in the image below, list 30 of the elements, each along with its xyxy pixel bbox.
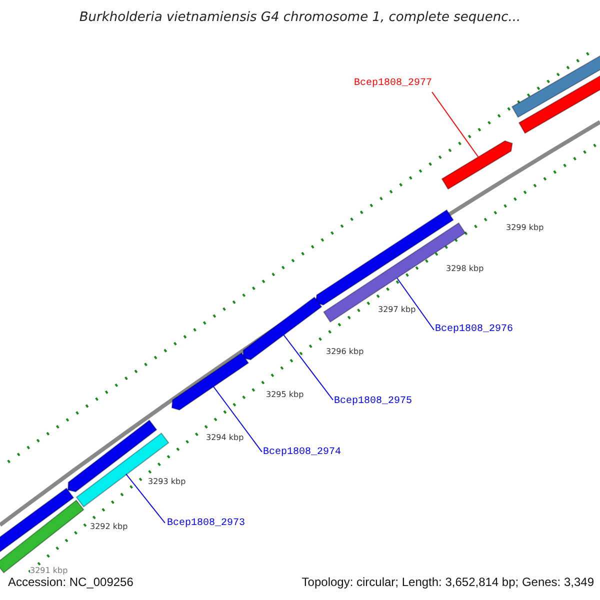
leader-line	[126, 474, 166, 524]
scale-label: 3293 kbp	[148, 477, 186, 486]
footer-text: Topology: circular; Length: 3,652,814 bp; Genes: 3,349	[302, 575, 594, 589]
gene-label: Bcep1808_2976	[435, 324, 514, 335]
gene-label: Bcep1808_2975	[334, 396, 412, 407]
leader-line	[432, 92, 480, 158]
scale-label: 3297 kbp	[378, 305, 416, 314]
gene-label: Bcep1808_2974	[263, 447, 342, 458]
gene-block	[518, 74, 600, 134]
gene-block	[511, 54, 600, 118]
gene-block	[171, 352, 250, 411]
scale-label: 3295 kbp	[266, 390, 304, 399]
gene-label: Bcep1808_2973	[167, 518, 246, 529]
leader-line	[396, 278, 434, 330]
leader-line	[282, 334, 334, 400]
gene-block	[242, 296, 322, 360]
scale-label: 3291 kbp	[30, 566, 68, 575]
gene-block	[323, 222, 466, 323]
gene-block	[0, 500, 84, 574]
scale-label: 3292 kbp	[90, 522, 128, 531]
footer-text: Accession: NC_009256	[8, 575, 134, 589]
scale-label: 3299 kbp	[506, 223, 544, 232]
gene-block	[0, 488, 74, 554]
scale-label: 3294 kbp	[206, 433, 244, 442]
gene-block	[441, 140, 513, 190]
gene-label: Bcep1808_2977	[354, 78, 432, 89]
map-title: Burkholderia vietnamiensis G4 chromosome 1, complete sequenc...	[79, 10, 521, 25]
leader-line	[212, 386, 262, 452]
scale-label: 3298 kbp	[446, 264, 484, 273]
gene-block	[76, 432, 170, 508]
